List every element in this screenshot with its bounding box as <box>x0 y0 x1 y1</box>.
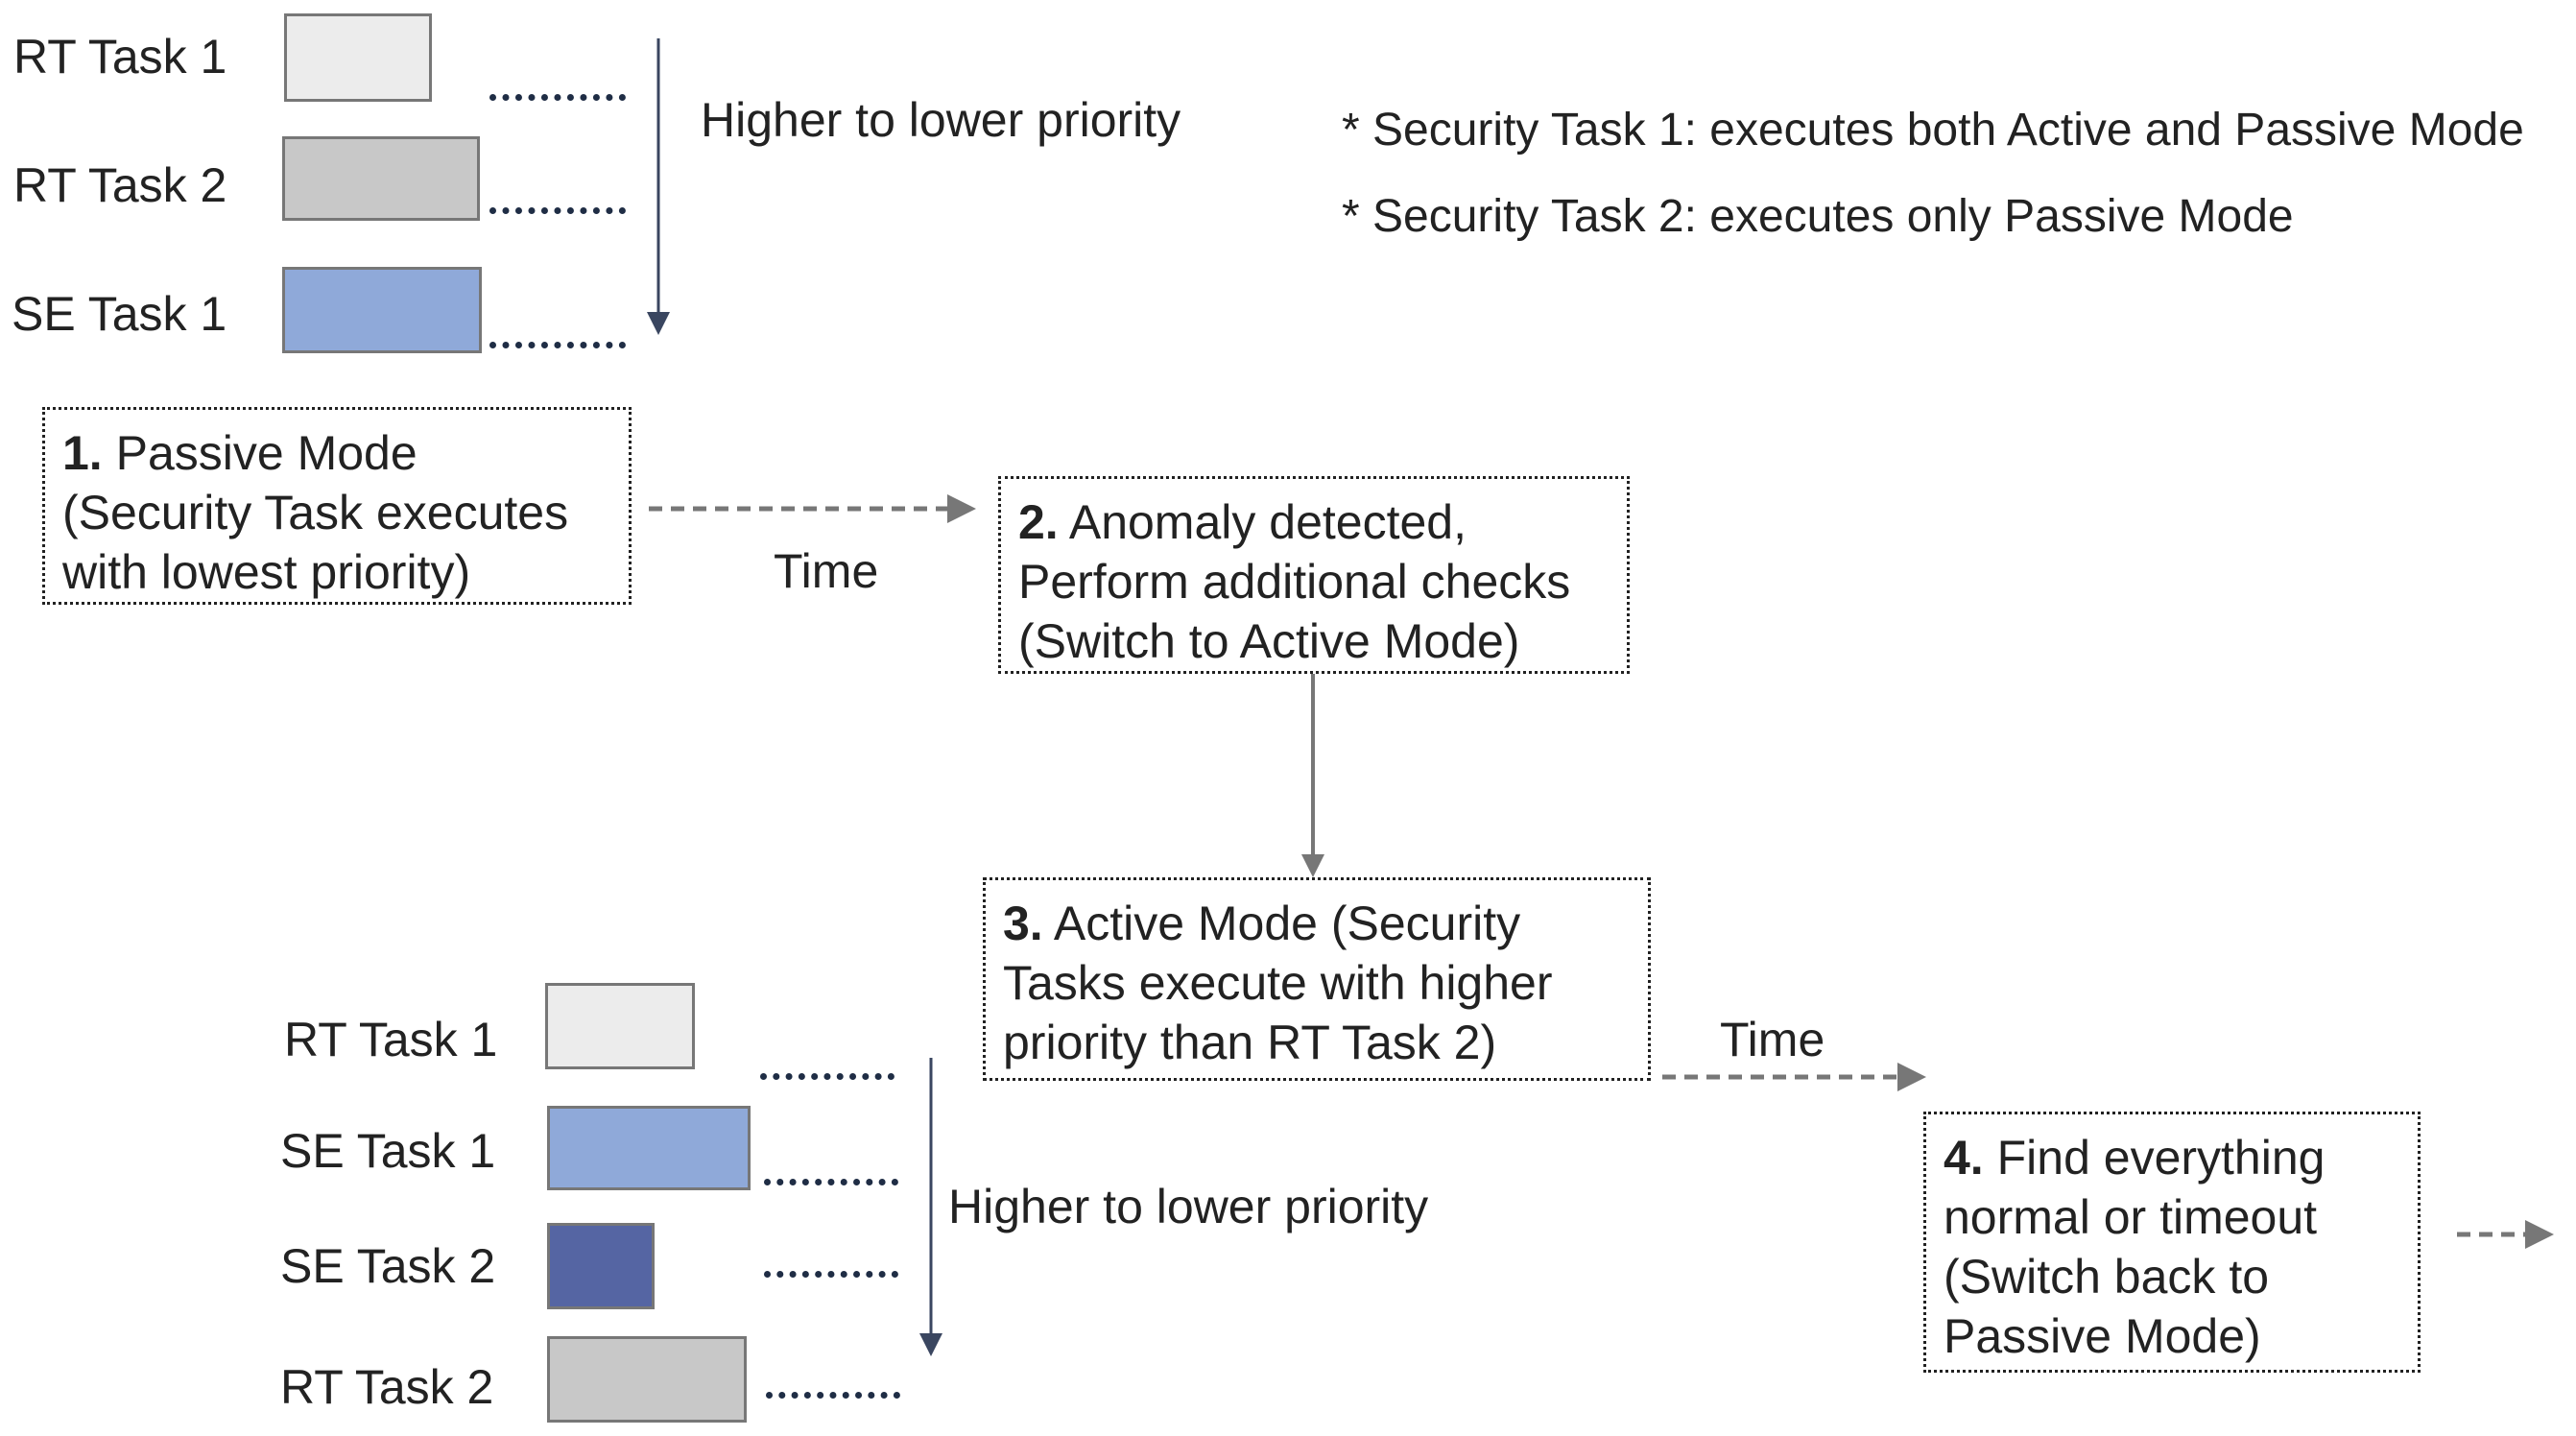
active-task-bar-rt2 <box>547 1336 747 1423</box>
step-2-line-2: Perform additional checks <box>1018 555 1571 609</box>
active-task-label-rt2: RT Task 2 <box>280 1360 494 1414</box>
active-task-bar-se1 <box>547 1106 751 1190</box>
passive-task-bar-rt1 <box>284 13 432 102</box>
active-task-label-rt1: RT Task 1 <box>284 1013 498 1066</box>
note-security-task-2: * Security Task 2: executes only Passive… <box>1342 191 2294 242</box>
step-3-active-mode-box: 3. Active Mode (Security Tasks execute w… <box>983 877 1651 1081</box>
step-4-line-3: (Switch back to <box>1944 1250 2270 1304</box>
step-4-number: 4. <box>1944 1131 1984 1185</box>
passive-task-dots-rt2 <box>489 207 626 214</box>
step-1-number: 1. <box>62 426 103 480</box>
step-4-line-4: Passive Mode) <box>1944 1309 2261 1363</box>
step-4-line-1: Find everything <box>1996 1131 2326 1185</box>
step-1-line-2: (Security Task executes <box>62 486 569 539</box>
step-3-number: 3. <box>1003 897 1043 950</box>
active-task-dots-rt2 <box>766 1392 900 1399</box>
active-task-dots-se2 <box>764 1271 898 1278</box>
step-4-line-2: normal or timeout <box>1944 1190 2318 1244</box>
passive-task-label-se1: SE Task 1 <box>12 287 227 341</box>
active-task-dots-se1 <box>764 1179 898 1185</box>
step-4-switch-back-box: 4. Find everything normal or timeout (Sw… <box>1923 1112 2421 1373</box>
active-task-bar-se2 <box>547 1223 655 1309</box>
passive-task-bar-rt2 <box>282 136 480 221</box>
step-3-line-3: priority than RT Task 2) <box>1003 1016 1497 1069</box>
active-task-dots-rt1 <box>760 1073 894 1080</box>
passive-task-label-rt1: RT Task 1 <box>13 30 227 84</box>
step-2-line-3: (Switch to Active Mode) <box>1018 614 1520 668</box>
active-task-bar-rt1 <box>545 983 695 1069</box>
step-1-line-1: Passive Mode <box>115 426 417 480</box>
priority-label-bottom: Higher to lower priority <box>948 1180 1429 1233</box>
active-task-label-se1: SE Task 1 <box>280 1124 496 1178</box>
step-1-line-3: with lowest priority) <box>62 545 471 599</box>
step-2-anomaly-box: 2. Anomaly detected, Perform additional … <box>998 476 1630 674</box>
active-task-label-se2: SE Task 2 <box>280 1239 496 1293</box>
passive-task-dots-rt1 <box>489 94 626 101</box>
note-security-task-1: * Security Task 1: executes both Active … <box>1342 105 2524 156</box>
step-3-line-1: Active Mode (Security <box>1053 897 1521 950</box>
step-1-passive-mode-box: 1. Passive Mode (Security Task executes … <box>42 407 632 605</box>
time-label-2: Time <box>1720 1013 1825 1066</box>
step-2-line-1: Anomaly detected, <box>1068 495 1467 549</box>
priority-label-top: Higher to lower priority <box>701 93 1181 147</box>
passive-task-bar-se1 <box>282 267 482 353</box>
passive-task-dots-se1 <box>489 342 626 348</box>
time-label-1: Time <box>774 544 879 598</box>
step-2-number: 2. <box>1018 495 1059 549</box>
passive-task-label-rt2: RT Task 2 <box>13 158 227 212</box>
step-3-line-2: Tasks execute with higher <box>1003 956 1553 1010</box>
